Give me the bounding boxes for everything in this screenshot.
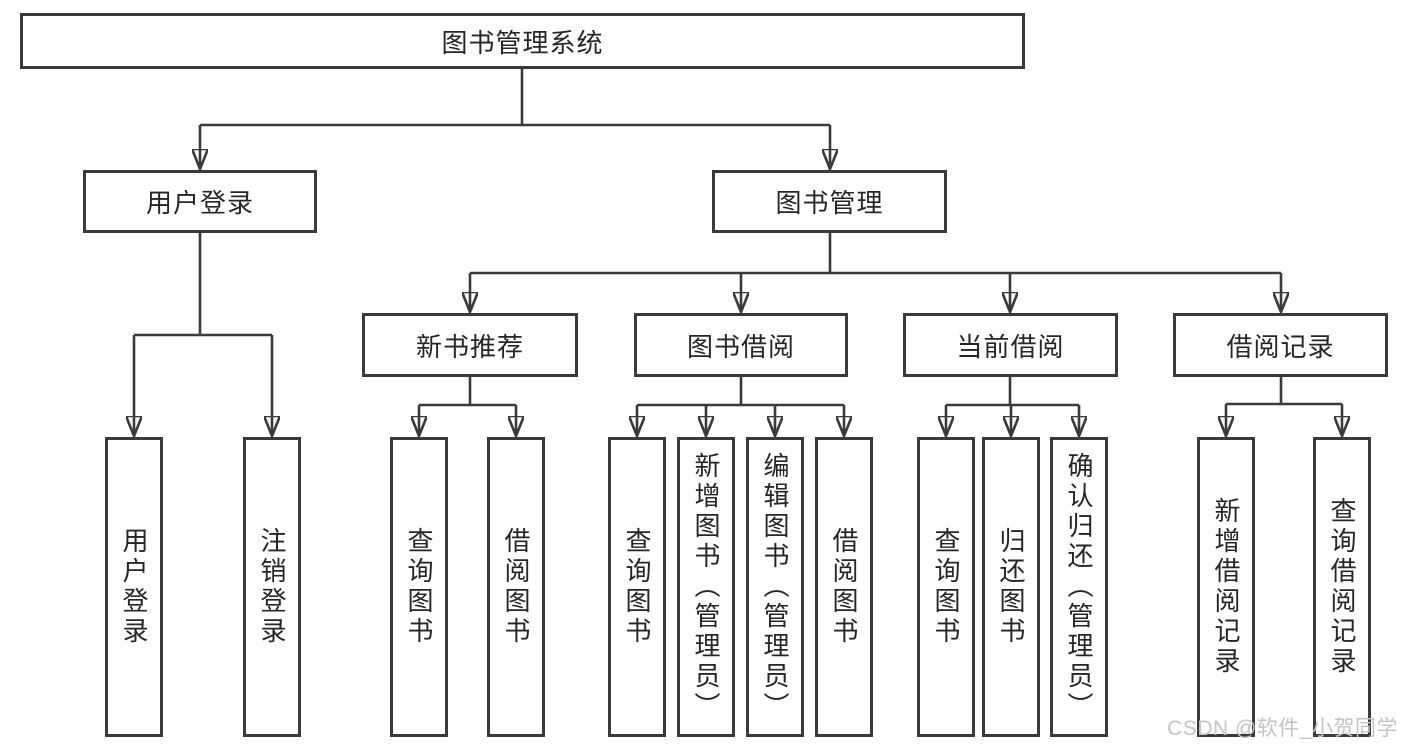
node-add-borrowing-record: 新增借阅记录	[1197, 437, 1255, 737]
node-label: 查询图书	[622, 527, 652, 647]
csdn-watermark: CSDN @软件_小贺同学	[1167, 717, 1398, 740]
node-confirm-return-admin: 确认归还（管理员）	[1050, 437, 1108, 737]
node-query-books-borrow: 查询图书	[608, 437, 666, 737]
node-book-management: 图书管理	[712, 170, 947, 233]
node-label: 用户登录	[119, 527, 149, 647]
node-query-borrowing-record: 查询借阅记录	[1313, 437, 1371, 737]
node-borrowing-records: 借阅记录	[1173, 313, 1388, 377]
node-logout-action: 注销登录	[243, 437, 301, 737]
node-label: 查询借阅记录	[1327, 497, 1357, 677]
node-label: 借阅记录	[1226, 331, 1335, 362]
node-label: 查询图书	[404, 527, 434, 647]
node-borrow-books-recommend: 借阅图书	[487, 437, 545, 737]
node-add-book-admin: 新增图书（管理员）	[677, 437, 735, 737]
node-label: 归还图书	[996, 527, 1026, 647]
node-user-login: 用户登录	[83, 170, 317, 233]
node-label: 借阅图书	[829, 527, 859, 647]
node-borrow-books-action: 借阅图书	[815, 437, 873, 737]
node-label: 确认归还（管理员）	[1064, 452, 1094, 722]
node-label: 编辑图书（管理员）	[760, 452, 790, 722]
node-label: 新增图书（管理员）	[691, 452, 721, 722]
node-label: 新书推荐	[415, 331, 524, 362]
node-label: 图书管理系统	[441, 27, 604, 58]
node-label: 当前借阅	[956, 331, 1065, 362]
node-new-book-recommendation: 新书推荐	[362, 313, 578, 377]
node-library-system: 图书管理系统	[20, 13, 1025, 69]
node-query-books-current: 查询图书	[917, 437, 975, 737]
node-return-books: 归还图书	[982, 437, 1040, 737]
node-current-borrowing: 当前借阅	[903, 313, 1118, 377]
node-label: 图书借阅	[686, 331, 795, 362]
node-label: 新增借阅记录	[1211, 497, 1241, 677]
node-label: 查询图书	[931, 527, 961, 647]
node-query-books-recommend: 查询图书	[390, 437, 448, 737]
node-book-borrowing: 图书借阅	[634, 313, 848, 377]
node-label: 注销登录	[257, 527, 287, 647]
node-label: 借阅图书	[501, 527, 531, 647]
node-user-login-action: 用户登录	[105, 437, 163, 737]
node-edit-book-admin: 编辑图书（管理员）	[746, 437, 804, 737]
node-label: 图书管理	[775, 188, 884, 218]
node-label: 用户登录	[145, 188, 254, 218]
